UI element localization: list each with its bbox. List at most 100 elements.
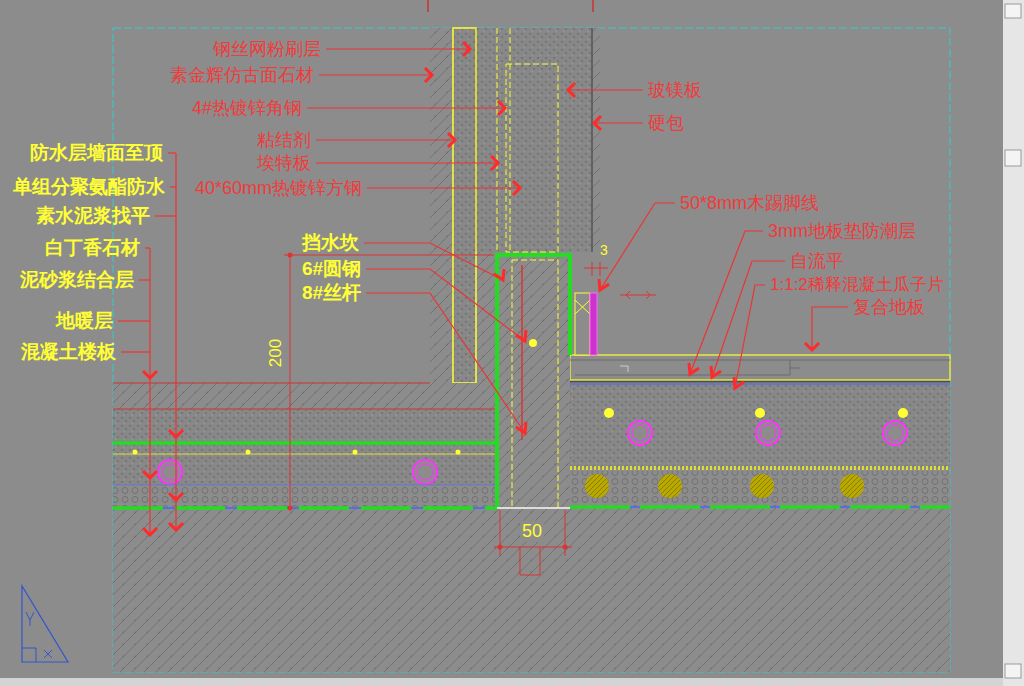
left-floor-layers: [113, 441, 497, 445]
right-floor-layers: [750, 474, 774, 498]
ucs-icon: [44, 650, 52, 658]
left-floor-layers: [113, 506, 497, 510]
left-floor-layers: [158, 460, 182, 484]
right-floor-layers: [840, 474, 864, 498]
leader-lines: [150, 153, 176, 535]
leader-line: [170, 186, 176, 187]
callout-label: 钢丝网粉刷层: [213, 39, 321, 60]
right-floor-layers: [570, 383, 950, 384]
drawing-frame: [113, 28, 950, 672]
leader-lines: [118, 42, 848, 535]
right-floor-layers: [570, 381, 950, 507]
ucs-icon: [26, 612, 34, 626]
ucs-icon: [22, 648, 36, 662]
leader-line: [155, 215, 176, 216]
left-floor-layers: [113, 410, 497, 443]
wall-section: [591, 28, 593, 252]
wall-section: [506, 64, 558, 252]
right-floor-layers: [604, 408, 614, 418]
layer-label: 混凝土楼板: [21, 341, 116, 363]
dimension-lines: [288, 253, 293, 258]
arrow-head: [448, 133, 455, 147]
composite-floor: [570, 360, 950, 375]
arrow-head: [169, 493, 183, 500]
layer-label: 泥砂浆结合层: [20, 269, 134, 291]
leader-line: [121, 351, 150, 352]
leader-line: [366, 269, 525, 341]
arrow-head: [805, 343, 819, 350]
leader-lines: [150, 153, 176, 535]
callout-label: 50*8mm木踢脚线: [680, 193, 819, 214]
left-floor-layers: [246, 450, 251, 455]
concrete-slab: [113, 508, 950, 672]
arrow-head: [169, 430, 183, 437]
right-floor-layers: [898, 408, 908, 418]
leader-line: [319, 74, 432, 75]
dimension-lines: [284, 253, 656, 576]
leader-line: [594, 122, 643, 123]
composite-floor: [570, 355, 950, 380]
left-floor-layers: [413, 460, 437, 484]
dimension-text: 200: [266, 339, 286, 367]
arrow-head: [568, 83, 575, 97]
right-floor-layers: [570, 506, 950, 508]
concrete-slab: [113, 508, 950, 672]
left-floor-layers: [113, 383, 497, 409]
right-floor-layers: [887, 425, 903, 441]
water-barrier: [497, 255, 570, 508]
water-barrier: [497, 507, 570, 509]
callout-label: 粘结剂: [257, 130, 311, 151]
background: [0, 678, 1003, 686]
background: [1005, 150, 1021, 166]
leader-line: [118, 320, 150, 321]
left-floor-layers: [417, 464, 433, 480]
right-floor-layers: [658, 474, 682, 498]
callout-label: 4#热镀锌角钢: [192, 98, 302, 119]
right-floor-layers: [628, 421, 652, 445]
dimension-lines: [288, 506, 293, 511]
arrow-head: [169, 523, 183, 530]
dimension-text: 50: [520, 521, 544, 542]
layer-label: 防水层墙面至顶: [30, 142, 163, 164]
leader-line: [168, 152, 176, 153]
leader-line: [600, 203, 675, 290]
arrow-head: [143, 471, 157, 478]
right-floor-layers: [755, 408, 765, 418]
arrow-head: [491, 156, 498, 170]
water-barrier: [512, 260, 558, 508]
water-barrier: [521, 265, 523, 440]
right-floor-layers: [570, 505, 950, 509]
background: [1005, 4, 1021, 18]
left-floor-layers: [113, 507, 497, 509]
layer-label: 单组分聚氨酯防水: [13, 176, 165, 198]
arrow-head: [494, 269, 504, 280]
arrow-head: [143, 371, 157, 378]
callout-label: 3mm地板垫防潮层: [768, 221, 916, 242]
water-barrier: [529, 339, 537, 347]
dimension-lines: [284, 255, 494, 256]
left-floor-layers: [113, 383, 497, 508]
leader-line: [145, 247, 150, 248]
ucs-icon: [22, 586, 68, 662]
left-floor-layers: [353, 450, 358, 455]
composite-floor: [620, 366, 628, 372]
arrow-head: [594, 116, 601, 130]
arrow-head: [711, 366, 721, 377]
arrow-head: [599, 279, 609, 290]
dimension-lines: [520, 547, 540, 575]
layer-label: 白丁香石材: [45, 237, 140, 259]
leader-line: [316, 162, 498, 163]
arrow-head: [463, 42, 470, 56]
left-floor-layers: [113, 445, 497, 485]
leader-line: [139, 279, 150, 280]
right-floor-layers: [883, 421, 907, 445]
callout-label: 埃特板: [257, 153, 311, 174]
wall-section: [497, 28, 510, 252]
wall-section: [476, 28, 592, 252]
wall-section: [453, 28, 476, 383]
arrow-head: [513, 181, 520, 195]
leader-line: [307, 107, 505, 108]
baseboard: [590, 293, 597, 355]
callout-label: 玻镁板: [648, 80, 702, 101]
